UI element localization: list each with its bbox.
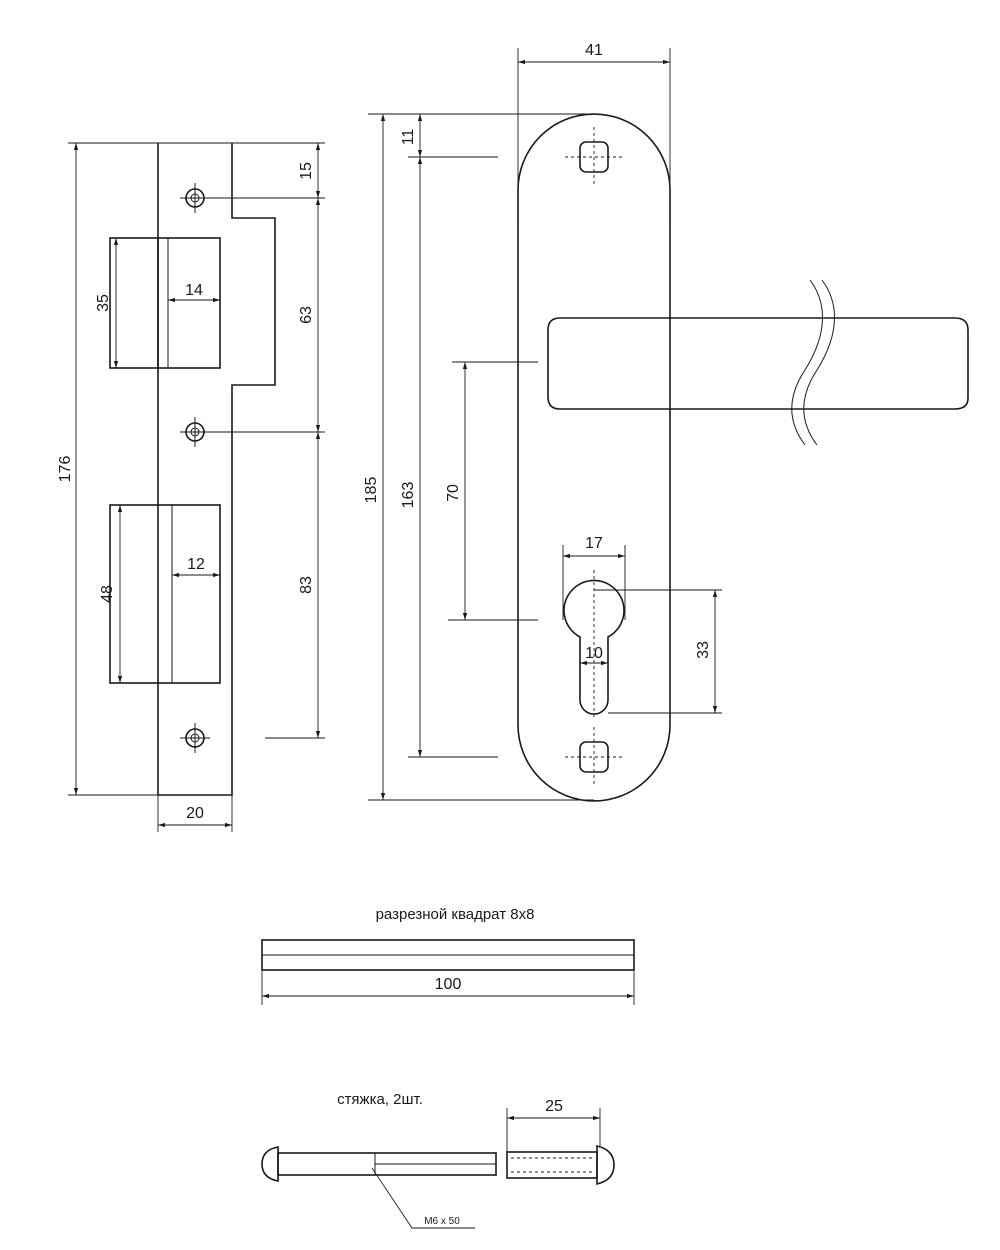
handle-plate: 41 185 163 11 70 17 10 33: [363, 42, 969, 802]
spindle: разрезной квадрат 8х8 100: [261, 906, 635, 1005]
dim-63: 63: [298, 306, 315, 324]
dim-70: 70: [445, 484, 462, 502]
dim-14: 14: [185, 282, 203, 299]
strike-plate: 176 20 15 63 83 35 14 48 12: [57, 142, 325, 832]
screws-label: стяжка, 2шт.: [337, 1091, 423, 1108]
thread-label: M6 x 50: [424, 1216, 460, 1227]
handle-plate-outline: [517, 113, 671, 802]
handle-lever: [547, 317, 969, 410]
screw-hole-icon: [180, 723, 210, 753]
dim-185: 185: [363, 477, 380, 504]
connecting-screws: стяжка, 2шт. 25 M6 x 50: [261, 1091, 615, 1229]
latch-opening: [109, 237, 221, 369]
dim-17: 17: [585, 535, 603, 552]
dim-176: 176: [57, 456, 74, 483]
screw-slot-icon: [565, 727, 622, 787]
dim-48: 48: [99, 585, 116, 603]
dim-25: 25: [545, 1098, 563, 1115]
screw-hole-icon: [180, 183, 210, 213]
bolt-opening: [109, 504, 221, 684]
dim-83: 83: [298, 576, 315, 594]
dim-100: 100: [435, 976, 462, 993]
dim-163: 163: [400, 482, 417, 509]
dim-35: 35: [95, 294, 112, 312]
screw-slot-icon: [565, 127, 622, 187]
dim-12: 12: [187, 556, 205, 573]
dim-15: 15: [298, 162, 315, 180]
dim-11: 11: [400, 129, 417, 146]
dim-20: 20: [186, 805, 204, 822]
dim-41: 41: [585, 42, 603, 59]
dim-33: 33: [695, 641, 712, 659]
screw-sleeve: [506, 1151, 598, 1179]
screw-hole-icon: [180, 417, 210, 447]
dim-10: 10: [585, 645, 603, 662]
spindle-label: разрезной квадрат 8х8: [376, 906, 535, 923]
screw-head: [261, 1146, 279, 1182]
strike-plate-outline: [157, 143, 276, 796]
cylinder-cutout: [563, 579, 625, 715]
